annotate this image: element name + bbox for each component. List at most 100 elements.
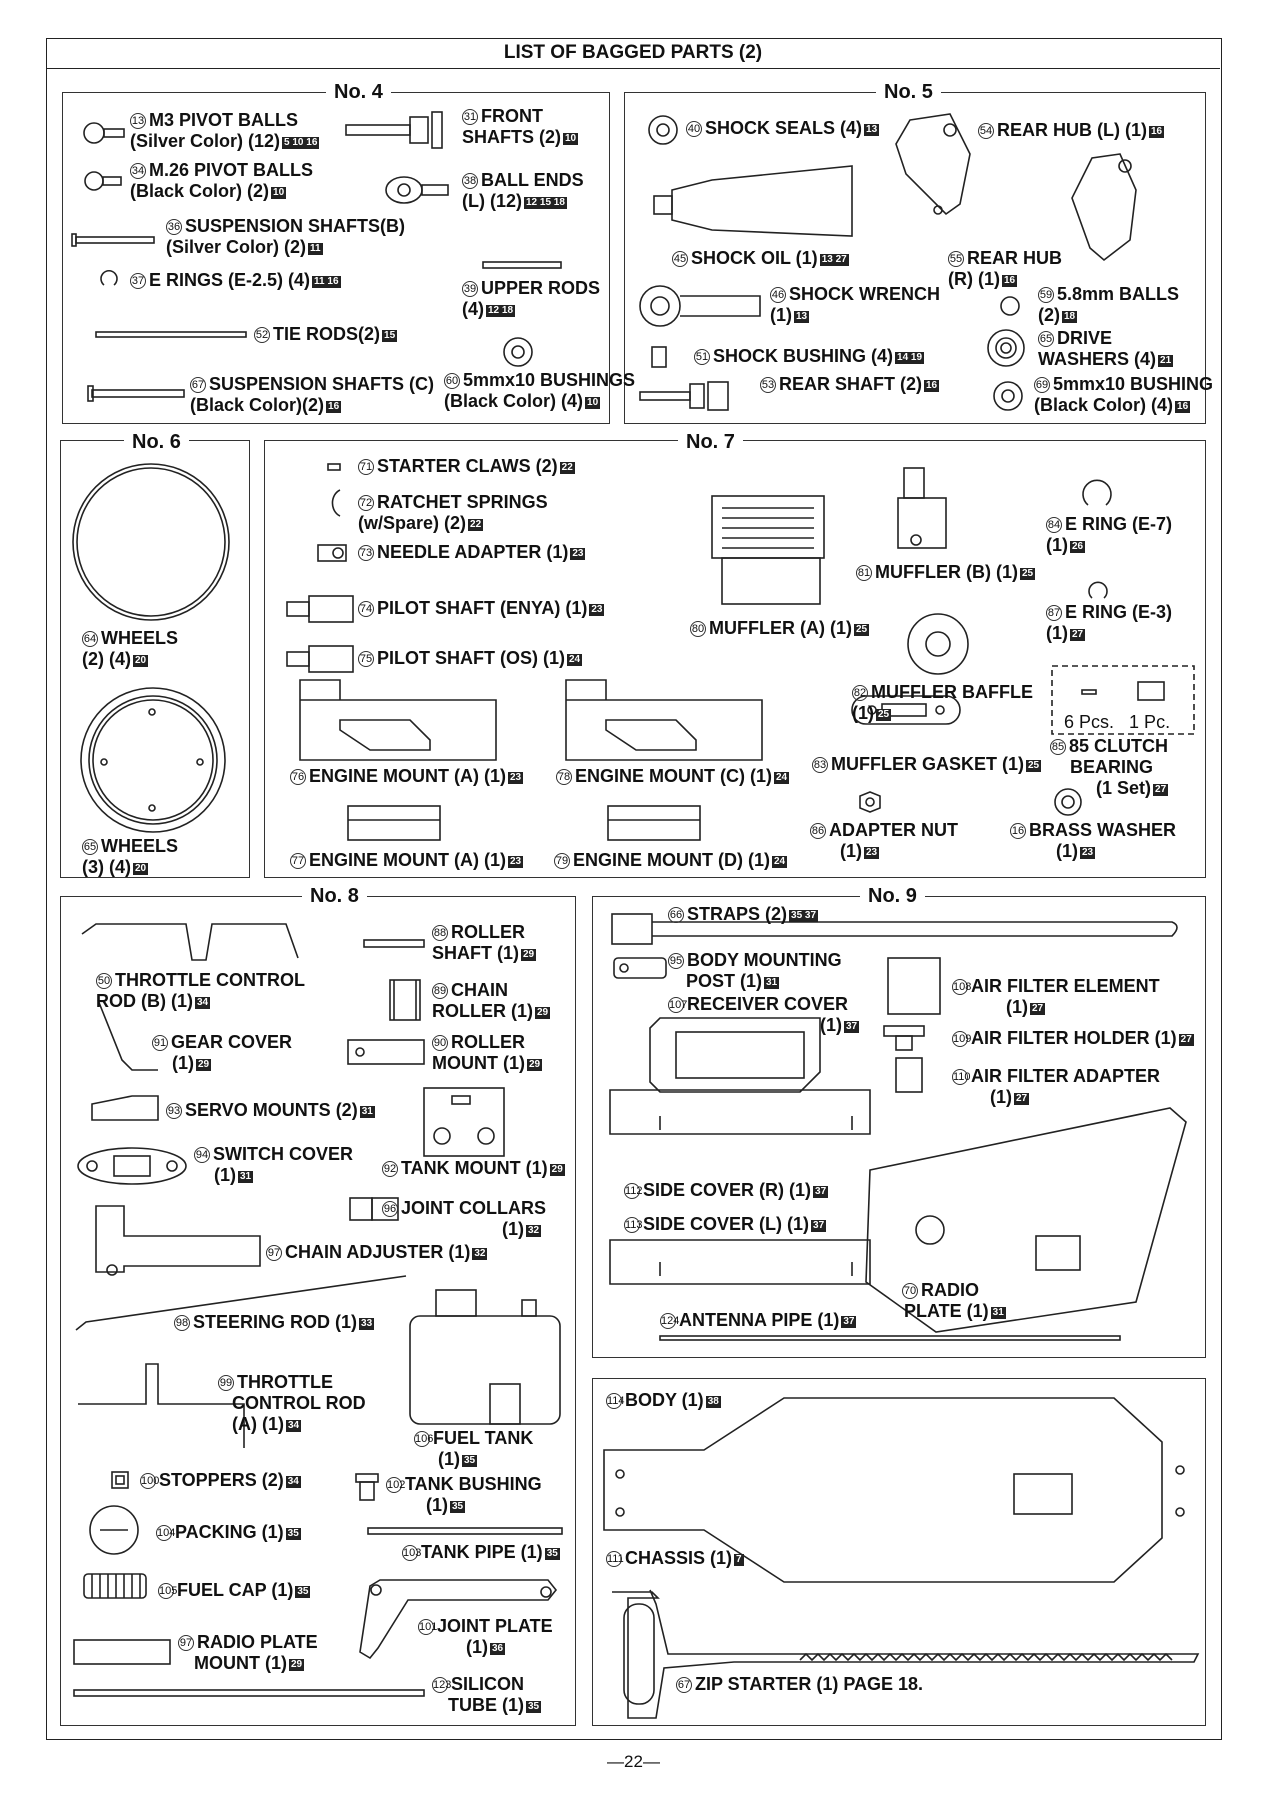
part-label-p113: 113SIDE COVER (L) (1)37 [624,1214,827,1234]
throttle-rod-a-icon [78,1363,245,1448]
radio-plate-mount-icon [73,1639,171,1665]
part-label-p110: 110AIR FILTER ADAPTER(1)27 [952,1066,1160,1107]
joint-plate-icon [359,1579,558,1660]
antenna-pipe-icon [659,1335,1121,1341]
page-number: —22— [607,1752,660,1771]
side-cover-l-icon [609,1239,871,1285]
gear-cover-icon [97,999,158,1071]
throttle-rod-b-icon [81,923,299,961]
suspension-shaft-b-icon [71,233,155,247]
muffler-a-icon [711,495,825,605]
front-shaft-icon [345,111,443,149]
tank-mount-icon [423,1087,505,1157]
wheel-65-icon [80,687,226,833]
pivot-ball-13-icon [83,122,125,144]
suspension-shaft-c-icon [87,385,185,402]
chain-adjuster-icon [95,1205,261,1276]
silicon-tube-icon [73,1689,425,1697]
engine-mount-78-icon [565,679,763,761]
chain-roller-icon [389,979,421,1021]
muffler-gasket-icon [851,695,961,725]
part-label-p85-pcs: 6 Pcs. 1 Pc. [1064,712,1171,732]
air-filter-element-icon [887,957,941,1015]
muffler-baffle-icon [907,613,969,675]
radio-plate-icon [865,1107,1187,1333]
roller-mount-icon [347,1039,425,1065]
section-body-chassis [592,1378,1206,1726]
adapter-nut-icon [859,791,881,813]
rear-hub-l-icon [895,113,971,216]
part-label-p06: 106FUEL TANK(1)35 [414,1428,534,1469]
servo-mount-icon [91,1095,159,1121]
ball-end-icon [385,176,449,204]
starter-claw-icon [327,463,341,471]
pilot-shaft-enya-icon [286,595,354,623]
part-label-p103: 103TANK PIPE (1)35 [402,1542,560,1562]
roller-shaft-icon [363,939,425,948]
shock-seal-icon [648,115,678,145]
body-mounting-post-icon [613,957,667,979]
shock-bushing-icon [651,346,667,368]
part-label-p124: 124ANTENNA PIPE (1)37 [660,1310,857,1330]
section-label-no4: No. 4 [326,81,391,103]
switch-cover-icon [77,1147,187,1185]
part-label-p109: 109AIR FILTER HOLDER (1)27 [952,1028,1194,1048]
side-cover-r-icon [609,1089,871,1135]
pivot-ball-34-icon [84,171,122,191]
stopper-icon [111,1471,129,1489]
part-label-p100: 100STOPPERS (2)34 [140,1470,301,1490]
section-label-no7: No. 7 [678,431,743,453]
part-label-p112: 112SIDE COVER (R) (1)37 [624,1180,829,1200]
ratchet-spring-icon [331,489,341,517]
section-label-no6: No. 6 [124,431,189,453]
part-label-p104: 104PACKING (1)35 [156,1522,301,1542]
section-label-no8: No. 8 [302,885,367,907]
fuel-cap-icon [83,1573,147,1599]
ball-5-8-icon [1000,296,1020,316]
air-filter-adapter-icon [895,1057,923,1093]
rear-hub-r-icon [1071,153,1137,262]
shock-oil-bottle-icon [653,165,853,237]
air-filter-holder-icon [883,1025,925,1051]
bushing-60-icon [503,337,533,367]
